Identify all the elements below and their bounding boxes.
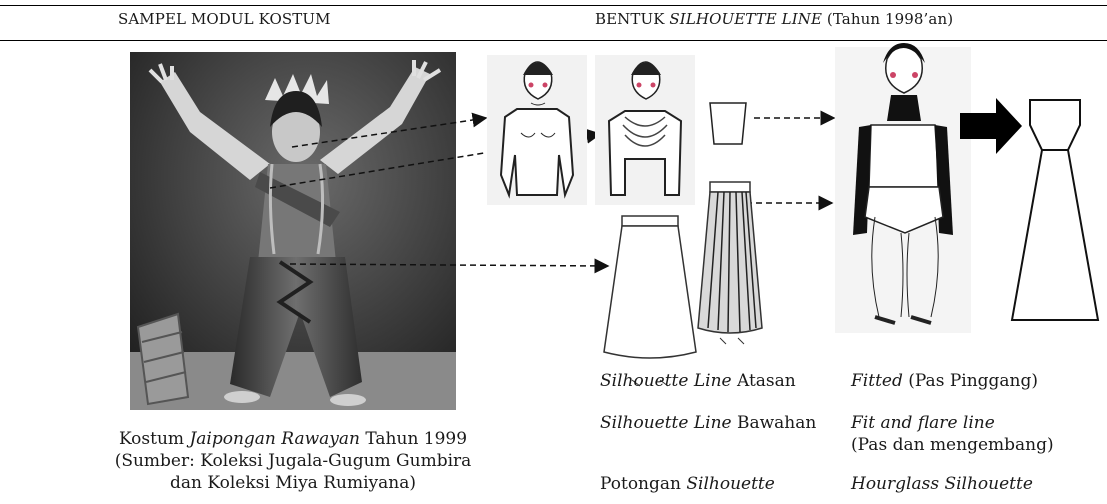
hourglass-dress-outline [1012, 100, 1098, 320]
skirt-sketch-pleated [698, 182, 762, 344]
label-hourglass: Hourglass Silhouette [851, 473, 1033, 495]
label-fitted: Fitted (Pas Pinggang) [851, 370, 1038, 392]
trapezoid-shape [710, 103, 746, 144]
arrow-skirt-to-aline [290, 264, 608, 266]
label-silhouette-bawahan: Silhouette Line Bawahan [600, 412, 816, 434]
blouse-sketch-fitted [487, 55, 587, 205]
figure-sketch-fitted [835, 43, 971, 333]
label-silhouette-atasan: Silhouette Line Atasan [600, 370, 796, 392]
label-potongan-silhouette: Potongan Silhouette [600, 473, 775, 495]
skirt-sketch-aline [604, 216, 696, 386]
label-fit-and-flare: Fit and flare line (Pas dan mengembang) [851, 412, 1054, 456]
arrow-top-to-blouse [292, 118, 486, 147]
blouse-sketch-draped [595, 55, 695, 205]
